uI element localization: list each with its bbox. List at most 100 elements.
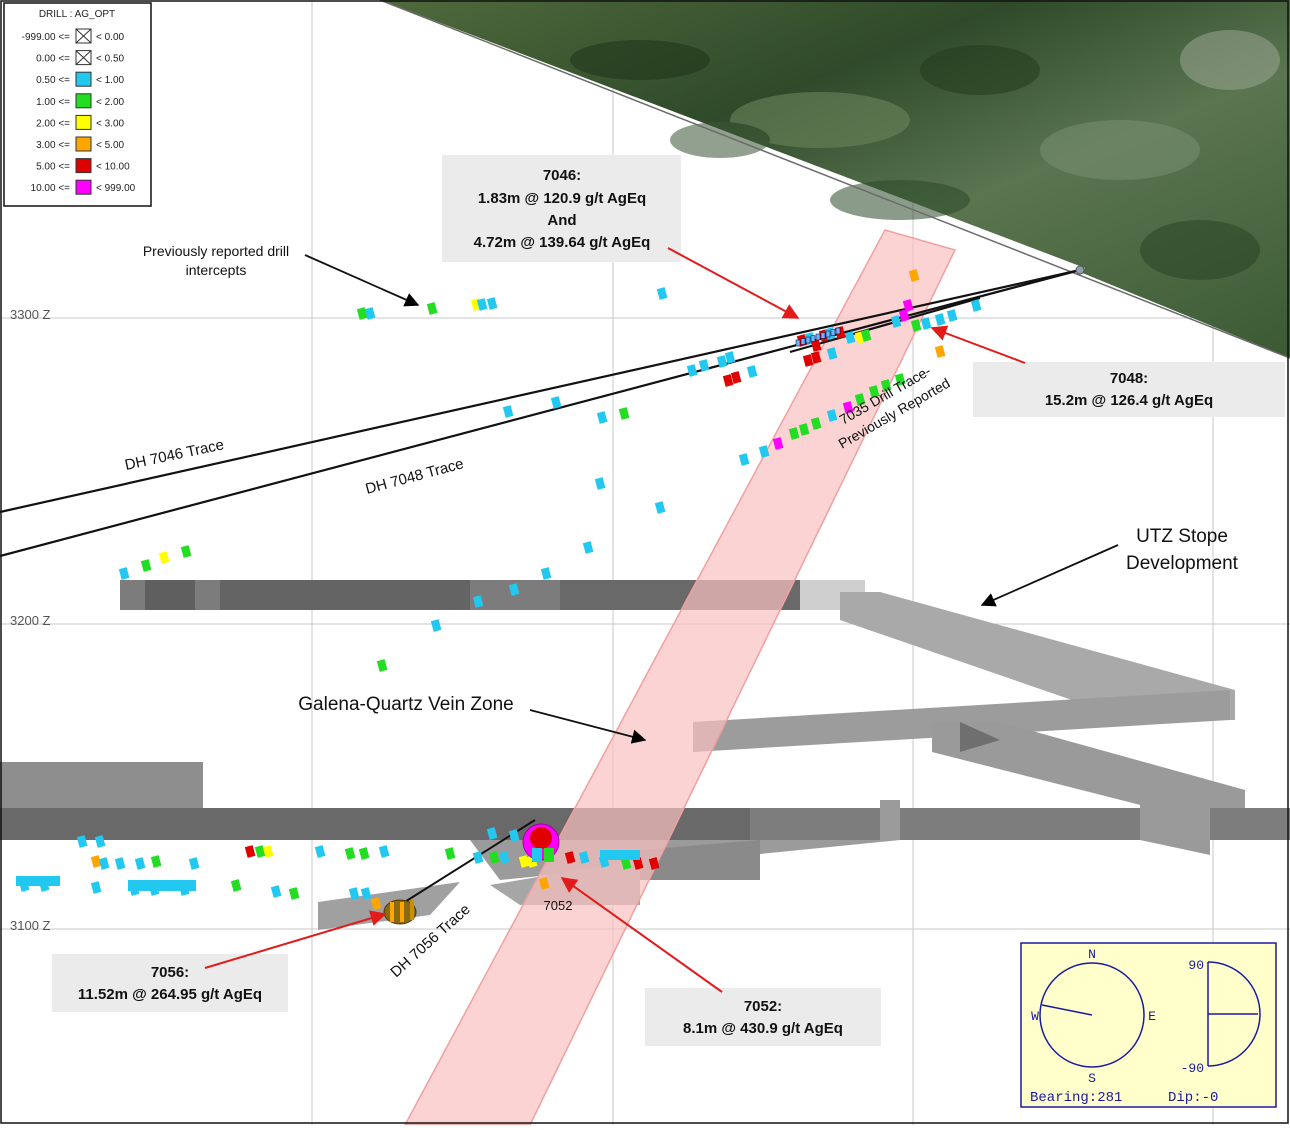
assay-interval xyxy=(698,359,710,372)
assay-interval xyxy=(76,835,88,848)
assay-interval xyxy=(826,347,838,360)
callout-7056: 7056: 11.52m @ 264.95 g/t AgEq xyxy=(52,910,387,1012)
assay-interval xyxy=(518,855,530,868)
assay-interval xyxy=(738,453,750,466)
assay-interval xyxy=(140,559,152,572)
assay-interval xyxy=(118,567,130,580)
assay-interval xyxy=(94,835,106,848)
assay-interval xyxy=(686,364,698,377)
svg-text:8.1m @ 430.9 g/t AgEq: 8.1m @ 430.9 g/t AgEq xyxy=(683,1020,843,1037)
dh7048-trace-label: DH 7048 Trace xyxy=(364,455,466,498)
callout-7046: 7046: 1.83m @ 120.9 g/t AgEq And 4.72m @… xyxy=(442,155,800,319)
legend-swatch xyxy=(75,114,92,130)
assay-interval xyxy=(426,302,438,315)
legend-swatch xyxy=(75,93,92,109)
assay-interval xyxy=(188,857,200,870)
assay-interval xyxy=(594,477,606,490)
legend-cross xyxy=(75,28,92,44)
assay-interval xyxy=(908,269,920,282)
callout-7048: 7048: 15.2m @ 126.4 g/t AgEq xyxy=(930,325,1285,417)
legend-swatch xyxy=(75,179,92,195)
assay-interval xyxy=(902,299,914,312)
assay-interval xyxy=(970,299,982,312)
assay-interval xyxy=(600,850,640,860)
legend-range-high: < 2.00 xyxy=(96,97,125,108)
assay-interval xyxy=(842,401,854,414)
assay-interval xyxy=(564,851,576,864)
assay-interval xyxy=(620,857,632,870)
legend-range-high: < 5.00 xyxy=(96,140,125,151)
assay-interval xyxy=(486,827,498,840)
assay-interval xyxy=(150,855,162,868)
orientation-widget: N S E W 90 -90 Bearing:281 Dip:-0 xyxy=(1020,942,1277,1108)
assay-interval xyxy=(830,329,836,336)
assay-interval xyxy=(898,309,910,322)
assay-interval xyxy=(805,336,811,344)
assay-interval xyxy=(254,845,266,858)
utz-label-2: Development xyxy=(1126,553,1239,574)
hole-7052-label: 7052 xyxy=(544,898,573,913)
compass-n: N xyxy=(1088,947,1096,962)
assay-interval xyxy=(288,887,300,900)
assay-interval xyxy=(730,371,742,384)
assay-interval xyxy=(920,317,932,330)
elevation-3100: 3100 Z xyxy=(10,918,51,933)
dip-semicircle xyxy=(1207,961,1261,1067)
assay-interval xyxy=(444,847,456,860)
satellite-surface xyxy=(379,0,1290,359)
assay-interval xyxy=(488,851,500,864)
legend-swatch xyxy=(75,136,92,152)
assay-interval xyxy=(860,329,872,342)
assay-interval xyxy=(810,339,822,352)
assay-interval xyxy=(746,365,758,378)
assay-interval xyxy=(654,501,666,514)
dip-bottom-label: -90 xyxy=(1181,1061,1204,1076)
assay-interval xyxy=(582,541,594,554)
legend-swatch xyxy=(75,71,92,87)
assay-interval xyxy=(508,583,520,596)
utz-label-1: UTZ Stope xyxy=(1136,526,1228,547)
assay-interval xyxy=(716,355,728,368)
trace-7046 xyxy=(0,268,1081,514)
assay-interval xyxy=(16,876,60,886)
elevation-3200: 3200 Z xyxy=(10,613,51,628)
legend-range-low: 2.00 <= xyxy=(36,118,70,129)
assay-interval xyxy=(134,857,146,870)
legend-range-high: < 3.00 xyxy=(96,118,125,129)
assay-interval xyxy=(618,407,630,420)
legend-swatch xyxy=(75,158,92,174)
assay-interval xyxy=(244,845,256,858)
assay-interval xyxy=(344,847,356,860)
assay-interval xyxy=(910,319,922,332)
assay-interval xyxy=(358,847,370,860)
assay-interval xyxy=(815,333,821,341)
legend-range-low: 10.00 <= xyxy=(31,183,71,194)
legend-range-low: 5.00 <= xyxy=(36,162,70,173)
trace-7048 xyxy=(0,268,1081,558)
assay-interval xyxy=(472,851,484,864)
assay-interval xyxy=(772,437,784,450)
legend-range-high: < 0.50 xyxy=(96,54,125,65)
legend-range-high: < 0.00 xyxy=(96,32,125,43)
assay-interval xyxy=(946,309,958,322)
assay-interval xyxy=(360,887,372,900)
assay-interval xyxy=(314,845,326,858)
assay-interval xyxy=(376,659,388,672)
assay-interval xyxy=(632,857,644,870)
assay-interval xyxy=(800,338,806,345)
svg-text:7052:: 7052: xyxy=(744,998,782,1015)
assay-interval xyxy=(656,287,668,300)
assay-interval xyxy=(430,619,442,632)
assay-interval xyxy=(758,445,770,458)
elevation-labels: 3300 Z 3200 Z 3100 Z xyxy=(10,307,51,933)
svg-text:7056:: 7056: xyxy=(151,964,189,981)
assay-interval xyxy=(230,879,242,892)
assay-interval xyxy=(270,885,282,898)
svg-text:4.72m @ 139.64 g/t AgEq: 4.72m @ 139.64 g/t AgEq xyxy=(474,234,651,251)
compass-e: E xyxy=(1148,1009,1156,1024)
legend-cross xyxy=(75,50,92,65)
dh7046-trace-label: DH 7046 Trace xyxy=(123,436,225,474)
assay-interval xyxy=(508,829,520,842)
legend-range-low: 0.00 <= xyxy=(36,54,70,65)
assay-interval xyxy=(472,595,484,608)
